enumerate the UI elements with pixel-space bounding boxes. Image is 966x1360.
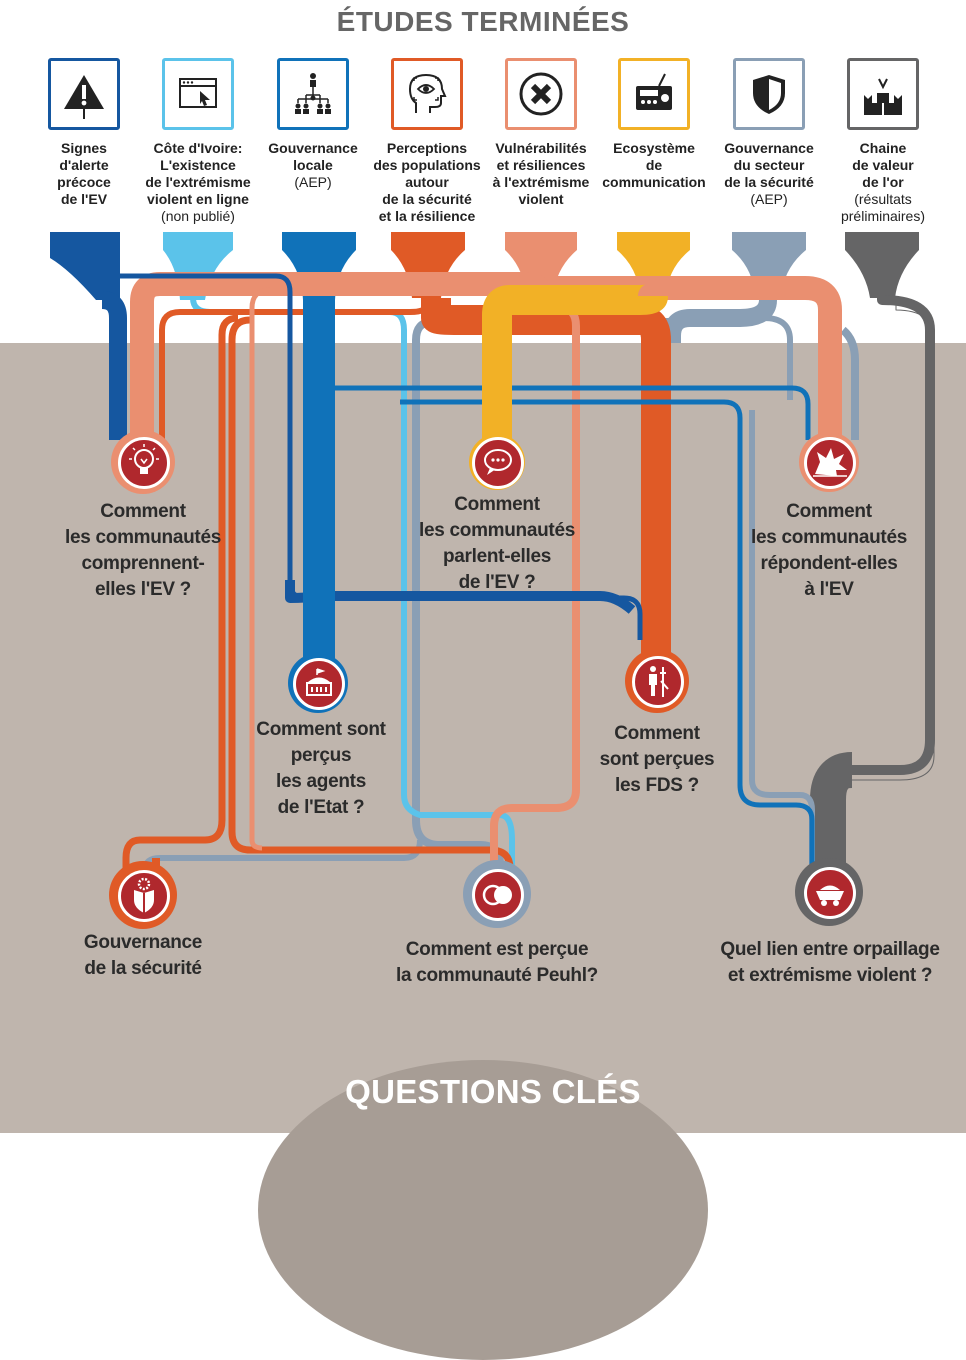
study-label: Ecosystème de communication <box>602 140 706 190</box>
question-node-gouvernance-securite <box>118 870 170 922</box>
page-title: ÉTUDES TERMINÉES <box>336 6 630 37</box>
funnel-ecosysteme <box>617 232 690 296</box>
question-node-orpaillage <box>804 867 856 919</box>
funnel-vulnerabilites <box>505 232 577 296</box>
question-comprennent: Comment les communautés comprennent- ell… <box>65 501 221 600</box>
study-signes-alerte: Signes d'alerte précoce de l'EV <box>29 58 139 208</box>
funnel-secteur <box>732 232 806 296</box>
shield-icon <box>753 75 785 114</box>
study-vulnerabilites: Vulnérabilités et résiliences à l'extrém… <box>486 58 596 208</box>
question-node-parlent <box>472 437 524 489</box>
flow-diagram <box>50 232 935 929</box>
study-note: (AEP) <box>750 191 788 207</box>
funnel-or <box>845 232 919 298</box>
study-icon-box <box>277 58 349 130</box>
question-fds: Comment sont perçues les FDS ? <box>599 723 715 796</box>
study-icon-box <box>505 58 577 130</box>
footer-title: QUESTIONS CLÉS <box>345 1073 641 1110</box>
radio-icon <box>636 73 672 110</box>
flow-ecosystem <box>482 284 668 440</box>
browser-cursor-icon <box>179 78 217 108</box>
hierarchy-icon <box>295 73 331 114</box>
question-node-agents-etat <box>293 658 345 710</box>
study-ecosysteme: Ecosystème de communication <box>599 58 709 191</box>
study-icon-box <box>391 58 463 130</box>
funnel-signes <box>50 232 120 300</box>
flow-perceptions <box>159 298 430 440</box>
study-gouvernance-locale: Gouvernance locale(AEP) <box>258 58 368 191</box>
funnel-gouvernance <box>282 232 356 300</box>
question-parlent: Comment les communautés parlent-elles de… <box>419 494 575 593</box>
speech-bubble-icon <box>484 449 512 475</box>
question-repondent: Comment les communautés répondent-elles … <box>751 501 907 600</box>
warning-icon <box>64 75 104 119</box>
mine-cart-icon <box>816 885 844 906</box>
x-circle-icon <box>519 72 563 116</box>
study-secteur-securite: Gouvernance du secteur de la sécurité(AE… <box>714 58 824 208</box>
study-icon-box <box>847 58 919 130</box>
explosion-icon <box>813 448 847 477</box>
question-node-fds <box>632 656 684 708</box>
study-note: (AEP) <box>294 174 332 190</box>
question-gouvernance-securite: Gouvernance de la sécurité <box>83 932 203 979</box>
question-agents-etat: Comment sont perçus les agents de l'Etat… <box>256 719 386 818</box>
study-cote-ivoire: Côte d'Ivoire: L'existence de l'extrémis… <box>143 58 253 225</box>
lightbulb-icon <box>129 444 159 474</box>
study-perceptions: Perceptions des populations autour de la… <box>372 58 482 225</box>
question-node-comprennent <box>118 437 170 489</box>
gold-bars-icon <box>864 78 902 115</box>
study-icon-box <box>48 58 120 130</box>
study-label: Signes d'alerte précoce de l'EV <box>57 140 111 207</box>
gear-shield-icon <box>134 877 154 913</box>
study-note: (non publié) <box>161 208 235 224</box>
study-label: Gouvernance locale <box>268 140 358 173</box>
question-orpaillage: Quel lien entre orpaillage et extrémisme… <box>720 939 940 986</box>
study-icon-box <box>618 58 690 130</box>
question-node-peuhl <box>472 869 524 921</box>
soldier-icon <box>649 666 669 697</box>
study-icon-box <box>162 58 234 130</box>
study-label: Côte d'Ivoire: L'existence de l'extrémis… <box>145 140 251 207</box>
study-icon-box <box>733 58 805 130</box>
study-label: Vulnérabilités et résiliences à l'extrém… <box>492 140 590 207</box>
government-building-icon <box>306 668 332 696</box>
study-label: Chaine de valeur de l'or <box>852 140 914 190</box>
study-note: (résultats préliminaires) <box>840 191 926 224</box>
question-peuhl: Comment est perçue la communauté Peuhl? <box>396 939 598 986</box>
flow-early-warning <box>101 291 127 440</box>
question-node-repondent <box>804 437 856 489</box>
head-eye-icon <box>408 73 447 113</box>
study-label: Gouvernance du secteur de la sécurité <box>724 140 814 190</box>
overlap-circles-icon <box>482 884 512 906</box>
study-label: Perceptions des populations autour de la… <box>373 140 481 224</box>
study-chaine-or: Chaine de valeur de l'or(résultats préli… <box>828 58 938 225</box>
